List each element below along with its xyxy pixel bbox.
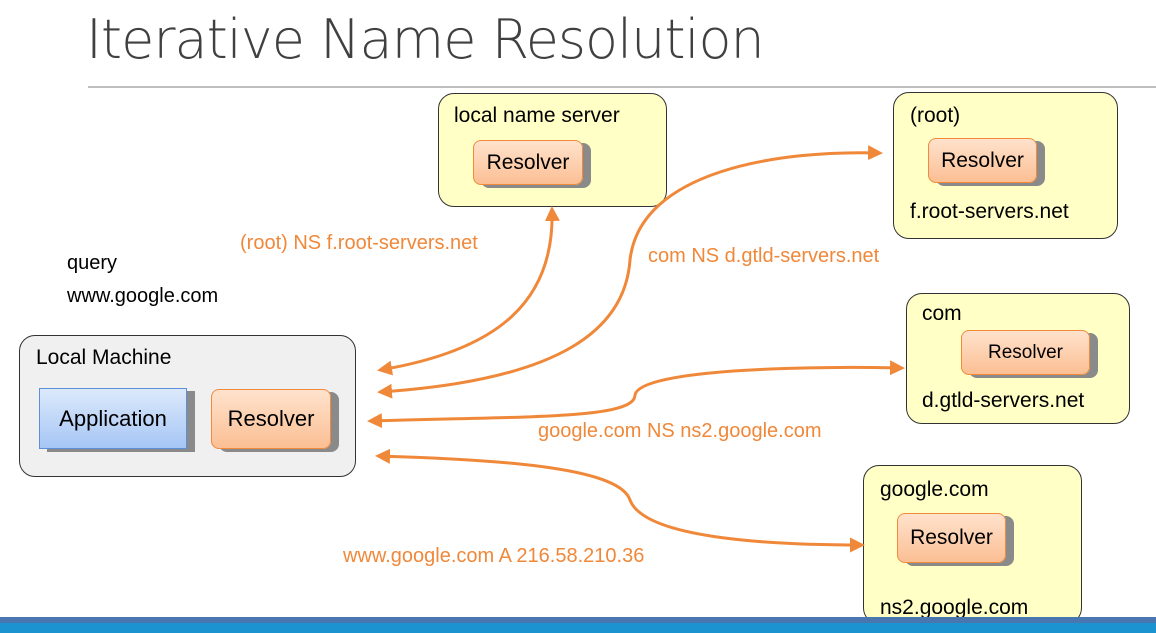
server-host: ns2.google.com <box>880 596 1029 619</box>
application-box: Application <box>39 388 187 449</box>
arrow-com <box>367 360 905 429</box>
local-machine-label: Local Machine <box>36 346 172 369</box>
response-root: (root) NS f.root-servers.net <box>240 232 478 254</box>
root-resolver: Resolver <box>928 138 1037 183</box>
local-resolver-box: Resolver <box>211 389 331 449</box>
response-com: com NS d.gtld-servers.net <box>648 245 880 267</box>
query-label: query <box>67 252 118 274</box>
server-label: com <box>922 302 962 325</box>
server-host: f.root-servers.net <box>910 200 1069 223</box>
arrow-google <box>375 448 865 553</box>
query-domain: www.google.com <box>67 285 219 307</box>
footer-band-accent <box>0 623 1156 633</box>
arrow-root <box>377 145 883 399</box>
response-answer: www.google.com A 216.58.210.36 <box>343 545 645 567</box>
com-resolver: Resolver <box>961 330 1090 375</box>
server-label: local name server <box>454 104 620 127</box>
server-label: google.com <box>880 478 989 501</box>
google-resolver: Resolver <box>897 513 1006 563</box>
server-host: d.gtld-servers.net <box>922 389 1085 412</box>
response-google: google.com NS ns2.google.com <box>538 420 822 442</box>
server-label: (root) <box>910 104 961 127</box>
slide-title: Iterative Name Resolution <box>86 8 765 71</box>
footer-band <box>0 617 1156 623</box>
title-divider <box>88 86 1156 88</box>
